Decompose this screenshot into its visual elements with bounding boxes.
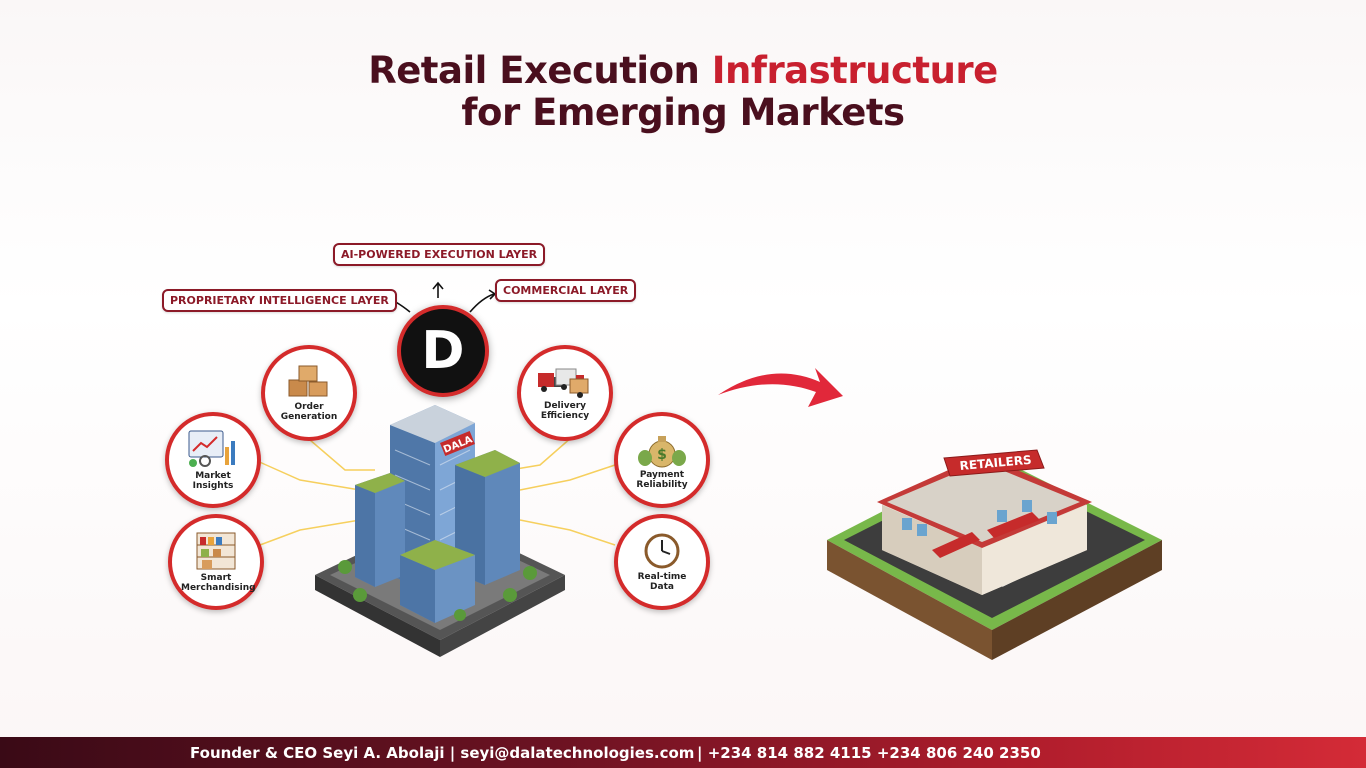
feature-realtime-label: Real-time Data: [637, 572, 687, 592]
title-line2: for Emerging Markets: [461, 91, 905, 134]
retail-store-illustration: RETAILERS: [827, 449, 1162, 660]
footer-phones: | +234 814 882 4115 +234 806 240 2350: [697, 743, 1041, 762]
feature-payment-label: Payment Reliability: [636, 470, 688, 490]
feature-market-insights: Market Insights: [165, 412, 261, 508]
feature-order-generation: Order Generation: [261, 345, 357, 441]
feature-delivery-label: Delivery Efficiency: [540, 401, 590, 421]
feature-smart-merchandising: Smart Merchandising: [168, 514, 264, 610]
ai-layer-label: AI-POWERED EXECUTION LAYER: [333, 243, 546, 266]
analytics-chart-icon: [188, 430, 235, 467]
footer-bar: Founder & CEO Seyi A. Abolaji | seyi@dal…: [0, 737, 1366, 768]
commercial-layer-label: COMMERCIAL LAYER: [495, 279, 637, 302]
shelf-icon: [196, 532, 236, 570]
feature-order-label: Order Generation: [280, 402, 338, 422]
feature-payment-reliability: $ Payment Reliability: [614, 412, 710, 508]
dala-d-glyph: D: [421, 321, 465, 381]
hq-building-illustration: DALA: [315, 405, 565, 657]
title-line1-red: Infrastructure: [711, 49, 999, 92]
feature-delivery-efficiency: Delivery Efficiency: [517, 345, 613, 441]
dala-hub-logo: D: [397, 305, 489, 397]
footer-contact: Founder & CEO Seyi A. Abolaji | seyi@dal…: [190, 743, 695, 762]
clock-icon: [644, 533, 680, 569]
retailers-banner-text: RETAILERS: [959, 453, 1032, 473]
feature-merch-label: Smart Merchandising: [181, 573, 256, 593]
feature-market-label: Market Insights: [192, 471, 234, 491]
proprietary-layer-label: PROPRIETARY INTELLIGENCE LAYER: [162, 289, 397, 312]
delivery-trucks-icon: [538, 368, 589, 398]
flow-arrow: [718, 368, 843, 407]
money-bag-icon: $: [638, 436, 686, 468]
boxes-icon: [288, 365, 328, 397]
title-line1-dark: Retail Execution: [368, 49, 712, 92]
feature-realtime-data: Real-time Data: [614, 514, 710, 610]
page-title: Retail Execution Infrastructure for Emer…: [0, 50, 1366, 134]
svg-text:$: $: [657, 447, 667, 463]
